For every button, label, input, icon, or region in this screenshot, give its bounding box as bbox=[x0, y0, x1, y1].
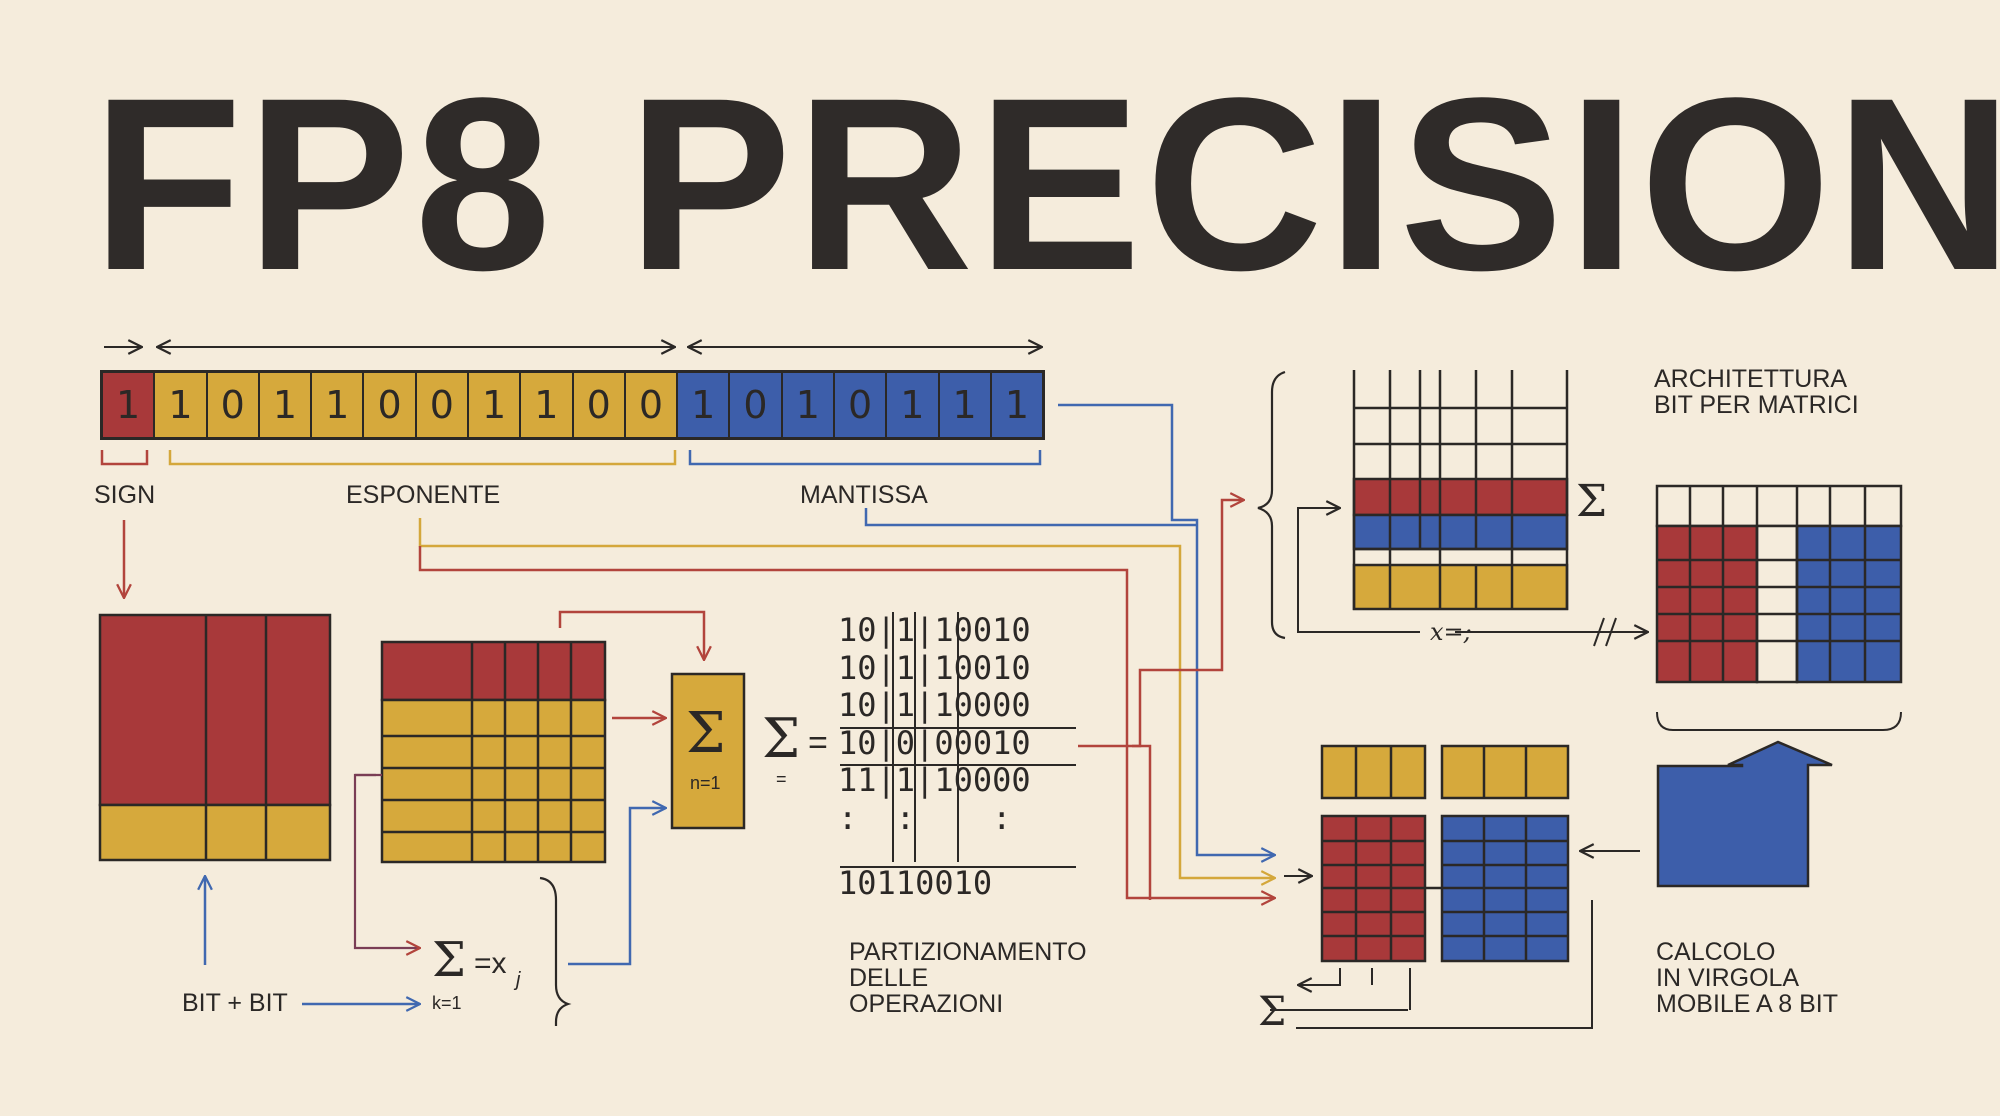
mantissa-label: MANTISSA bbox=[800, 481, 928, 509]
binary-row: 10|1|10000 bbox=[838, 686, 1031, 724]
routing-lines bbox=[418, 403, 1275, 900]
sum-k-sigma: Σ bbox=[432, 932, 466, 988]
sum-box bbox=[670, 672, 746, 830]
architecture-matrix bbox=[1655, 484, 1903, 684]
top-right-matrix bbox=[1352, 370, 1569, 611]
mantissa-bit: 1 bbox=[782, 373, 835, 437]
partitioning-label: PARTIZIONAMENTO DELLE OPERAZIONI bbox=[849, 938, 1087, 1018]
bit-plus-bit-label: BIT + BIT bbox=[182, 989, 288, 1017]
top-right-sigma: Σ bbox=[1576, 476, 1608, 527]
exponent-bit: 0 bbox=[625, 373, 679, 437]
exponent-label: ESPONENTE bbox=[346, 481, 501, 509]
exponent-bit: 0 bbox=[364, 373, 417, 437]
sum-box-sigma: Σ bbox=[686, 701, 726, 766]
sign-bit: 1 bbox=[103, 373, 156, 437]
sum-equals-sign: = bbox=[808, 724, 828, 762]
sum-equals-sigma: Σ bbox=[762, 707, 801, 770]
binary-table-lines bbox=[840, 612, 1076, 868]
middle-grid bbox=[380, 640, 607, 864]
exponent-bit: 1 bbox=[468, 373, 522, 437]
binary-row: 10|1|10010 bbox=[838, 648, 1031, 687]
page-title: FP8 PRECISION bbox=[92, 47, 2000, 322]
exponent-bit: 1 bbox=[312, 373, 365, 437]
exponent-bit: 1 bbox=[259, 373, 313, 437]
binary-row: 10|0|00010 bbox=[838, 723, 1031, 762]
mantissa-bit: 1 bbox=[887, 373, 940, 437]
architecture-bracket bbox=[1656, 711, 1902, 731]
binary-row: 11|1|10000 bbox=[838, 761, 1031, 799]
calc-matrices bbox=[1320, 744, 1570, 963]
brace-to-sum-arrow bbox=[568, 808, 666, 966]
mantissa-bit: 0 bbox=[834, 373, 888, 437]
brace-bottom bbox=[539, 876, 572, 1026]
big-blue-arrow bbox=[1656, 740, 1833, 888]
register-underbrackets bbox=[100, 450, 1042, 466]
mantissa-bit: 0 bbox=[730, 373, 783, 437]
red-loop-arrow bbox=[558, 610, 704, 660]
exponent-bit: 0 bbox=[207, 373, 260, 437]
sum-under-equals: = bbox=[776, 769, 787, 789]
binary-table: 10|1|10010 10|1|10010 10|1|10000 10|0|00… bbox=[838, 611, 1031, 903]
sum-box-index: n=1 bbox=[690, 773, 721, 793]
mantissa-bit: 1 bbox=[678, 373, 731, 437]
top-right-brace bbox=[1257, 370, 1286, 640]
exponent-bit: 0 bbox=[416, 373, 469, 437]
break-mark bbox=[1593, 617, 1617, 647]
calc-sigma: Σ bbox=[1258, 989, 1287, 1035]
left-block bbox=[98, 613, 332, 862]
exponent-bit: 1 bbox=[155, 373, 208, 437]
binary-dots: : : : bbox=[838, 798, 1012, 837]
architecture-label: ARCHITETTURA BIT PER MATRICI bbox=[1654, 365, 1859, 419]
sum-k-index: k=1 bbox=[432, 993, 462, 1013]
mantissa-bit: 1 bbox=[991, 373, 1043, 437]
sum-k-subscript: j bbox=[516, 969, 521, 991]
mantissa-bit: 1 bbox=[939, 373, 992, 437]
binary-result: 10110010 bbox=[838, 864, 993, 902]
sum-k-rhs: =x bbox=[474, 947, 507, 980]
calculation-label: CALCOLO IN VIRGOLA MOBILE A 8 BIT bbox=[1656, 938, 1839, 1018]
purple-paths bbox=[353, 773, 420, 948]
top-right-loop-arrow bbox=[1297, 508, 1420, 633]
handwritten-formula: x=; bbox=[1430, 618, 1472, 646]
calc-bracket bbox=[1296, 900, 1593, 1029]
exponent-bit: 1 bbox=[521, 373, 574, 437]
binary-row: 10|1|10010 bbox=[838, 611, 1031, 649]
exponent-bit: 0 bbox=[573, 373, 626, 437]
calc-out-arrow bbox=[1298, 968, 1341, 985]
sign-label: SIGN bbox=[94, 481, 156, 509]
